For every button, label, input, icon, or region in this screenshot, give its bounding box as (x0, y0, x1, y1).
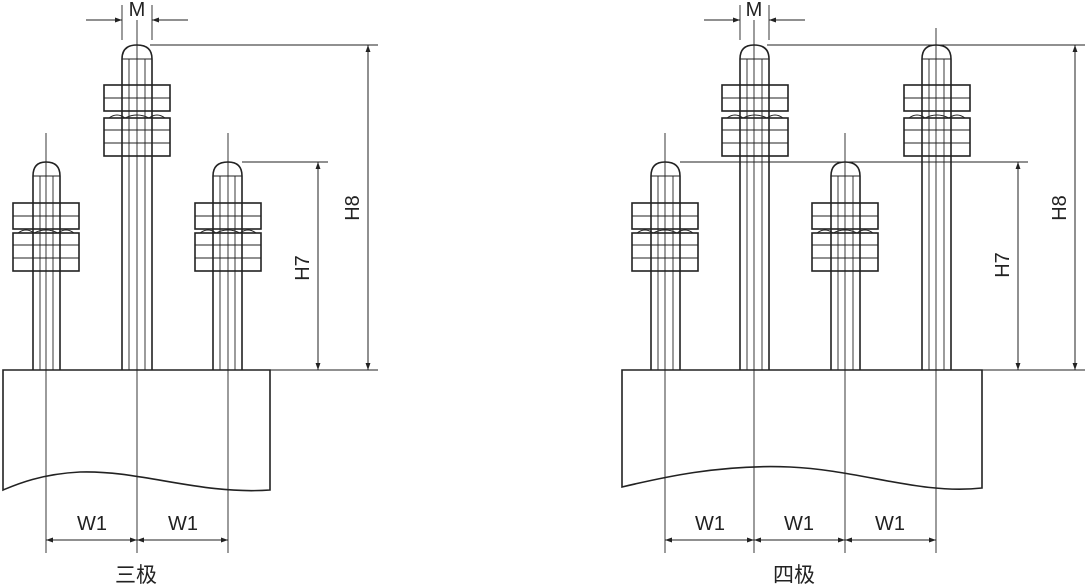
dim-label-h8: H8 (1049, 195, 1071, 221)
terminal-tall-2 (721, 44, 789, 370)
dim-label-m: M (129, 0, 146, 21)
base-block (621, 369, 983, 491)
extension-lines (45, 5, 378, 553)
dimension-lines (46, 17, 371, 543)
diagram-caption: 三极 (115, 564, 157, 587)
terminal-tall-4 (903, 44, 971, 370)
base-block (2, 369, 271, 492)
dim-label-m: M (746, 0, 763, 21)
four-pole-diagram (621, 5, 1085, 553)
dim-label-w1: W1 (695, 513, 725, 535)
dim-label-h8: H8 (342, 195, 364, 221)
diagram-caption: 四极 (773, 564, 815, 587)
dim-label-h7: H7 (992, 252, 1014, 278)
dim-label-w1: W1 (875, 513, 905, 535)
dim-label-h7: H7 (292, 255, 314, 281)
three-pole-diagram (2, 5, 378, 553)
dimension-lines (665, 17, 1078, 543)
dim-label-w1: W1 (168, 513, 198, 535)
dim-label-w1: W1 (77, 513, 107, 535)
dim-label-w1: W1 (784, 513, 814, 535)
extension-lines (664, 5, 1085, 553)
